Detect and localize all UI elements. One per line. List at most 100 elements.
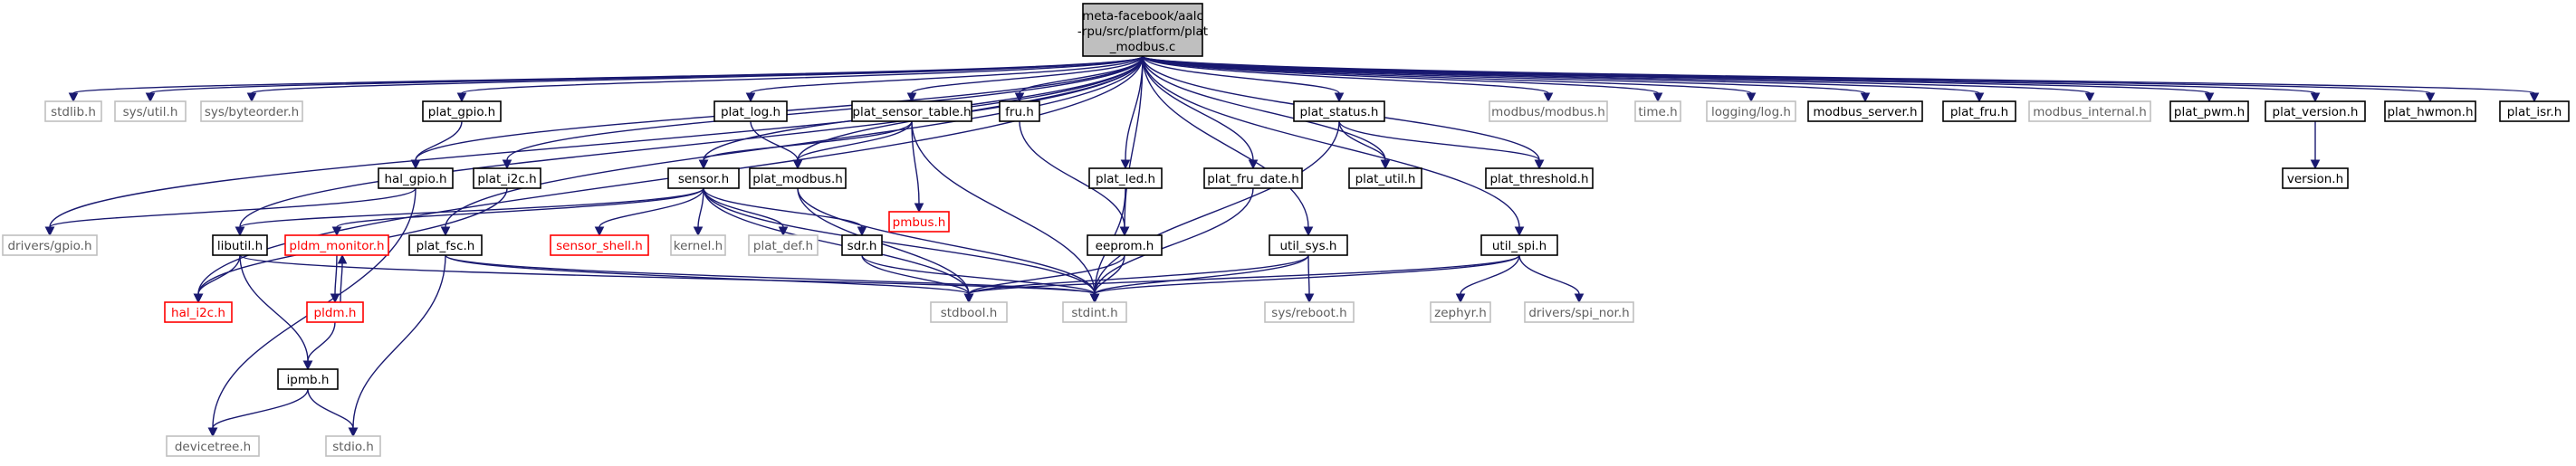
node-label: drivers/gpio.h [7,239,91,253]
edge-sensor-to-sensor_shell [599,187,704,228]
arrowhead-util_spi-to-stdbool [963,293,974,304]
edge-pldm-to-ipmb [307,321,336,362]
edge-sensor-to-stdint [703,187,1096,295]
edge-util_spi-to-stdint [1094,254,1520,295]
edge-root-to-plat_status [1142,55,1340,94]
arrowhead-sensor-to-pldm_monitor [331,226,342,237]
edge-root-to-plat_sensor_table [911,55,1144,94]
node-plat_fru[interactable]: plat_fru.h [1942,100,2016,122]
root-file-label: _modbus.c [1109,40,1176,54]
node-label: plat_status.h [1300,105,1379,119]
node-stdbool: stdbool.h [930,301,1008,323]
node-plat_modbus[interactable]: plat_modbus.h [749,167,847,189]
node-plat_sensor_table[interactable]: plat_sensor_table.h [851,100,972,122]
arrowhead-fru-to-eeprom [1119,226,1130,237]
node-label: drivers/spi_nor.h [1528,306,1629,320]
arrowhead-root-to-plat_led [1120,159,1131,170]
node-ipmb[interactable]: ipmb.h [277,368,339,390]
node-label: plat_util.h [1355,172,1416,186]
node-label: plat_sensor_table.h [852,105,971,119]
node-sensor[interactable]: sensor.h [667,167,740,189]
node-label: devicetree.h [175,440,251,454]
edge-pldm_monitor-to-pldm [334,254,338,295]
node-hal_gpio[interactable]: hal_gpio.h [378,167,454,189]
node-sdr[interactable]: sdr.h [841,234,883,256]
node-eeprom[interactable]: eeprom.h [1087,234,1163,256]
node-label: pmbus.h [893,215,946,230]
node-plat_gpio[interactable]: plat_gpio.h [422,100,502,122]
arrowhead-root-to-plat_status [1334,92,1345,103]
arrowhead-plat_sensor_table-to-plat_modbus [792,159,803,170]
node-label: eeprom.h [1096,239,1154,253]
node-version[interactable]: version.h [2282,167,2349,189]
arrowhead-root-to-plat_log [745,92,756,103]
node-plat_status[interactable]: plat_status.h [1293,100,1385,122]
node-fru[interactable]: fru.h [999,100,1040,122]
arrowhead-hal_gpio-to-drivers_gpio [44,226,55,237]
node-util_sys[interactable]: util_sys.h [1269,234,1348,256]
node-util_spi[interactable]: util_spi.h [1480,234,1558,256]
arrowhead-root-to-util_sys [1303,226,1314,237]
node-plat_isr[interactable]: plat_isr.h [2499,100,2570,122]
root-file-label: meta-facebook/aalc [1082,9,1203,24]
node-hal_i2c[interactable]: hal_i2c.h [164,301,233,323]
node-plat_fru_date[interactable]: plat_fru_date.h [1203,167,1303,189]
node-label: plat_modbus.h [752,172,843,186]
edge-sensor-to-sdr [703,187,863,228]
arrowhead-sensor-to-sdr [857,226,867,237]
edge-root-to-plat_led [1125,55,1144,161]
node-plat_pwm[interactable]: plat_pwm.h [2169,100,2249,122]
node-spi_nor: drivers/spi_nor.h [1524,301,1634,323]
root-file-node: meta-facebook/aalc-rpu/src/platform/plat… [1077,3,1208,57]
node-label: stdio.h [332,440,374,454]
edge-root-to-plat_i2c [506,55,1144,161]
arrowhead-libutil-to-hal_i2c [193,293,204,304]
node-sysutil: sys/util.h [114,100,187,122]
node-label: sdr.h [847,239,877,253]
node-pmbus[interactable]: pmbus.h [888,211,950,233]
node-plat_led[interactable]: plat_led.h [1088,167,1163,189]
arrowhead-root-to-plat_fru [1974,92,1985,103]
node-sensor_shell[interactable]: sensor_shell.h [550,234,649,256]
edge-libutil-to-hal_i2c [197,254,241,295]
edge-plat_fsc-to-stdint [445,254,1096,295]
node-plat_hwmon[interactable]: plat_hwmon.h [2384,100,2476,122]
edge-hal_gpio-to-drivers_gpio [49,187,417,228]
edge-root-to-util_sys [1142,55,1309,228]
arrowhead-plat_status-to-plat_threshold [1534,159,1545,170]
node-devicetree: devicetree.h [166,435,260,457]
node-pldm_monitor[interactable]: pldm_monitor.h [284,234,389,256]
node-plat_util[interactable]: plat_util.h [1348,167,1422,189]
node-modbus_internal: modbus_internal.h [2028,100,2151,122]
node-libutil[interactable]: libutil.h [212,234,268,256]
node-plat_threshold[interactable]: plat_threshold.h [1485,167,1594,189]
node-label: plat_threshold.h [1489,172,1588,186]
edge-fru-to-eeprom [1019,120,1125,228]
node-label: plat_gpio.h [428,105,495,119]
node-modbus_server[interactable]: modbus_server.h [1807,100,1923,122]
edge-root-to-logging [1142,55,1752,94]
node-label: plat_pwm.h [2174,105,2245,119]
arrowhead-root-to-plat_isr [2529,92,2540,103]
node-plat_i2c[interactable]: plat_i2c.h [473,167,541,189]
node-label: version.h [2287,172,2343,186]
node-pldm[interactable]: pldm.h [306,301,364,323]
edge-root-to-plat_log [750,55,1144,94]
arrowhead-ipmb-to-devicetree [207,427,218,438]
arrowhead-pldm-to-pldm_monitor [337,253,348,264]
edge-sensor-to-kernel [697,187,704,228]
edge-util_spi-to-zephyr [1460,254,1520,295]
node-plat_fsc[interactable]: plat_fsc.h [408,234,483,256]
node-label: stdbool.h [941,306,998,320]
node-label: stdint.h [1071,306,1117,320]
arrowhead-root-to-util_spi [1514,226,1525,237]
arrowhead-root-to-sysutil [145,92,156,103]
edge-root-to-time [1142,55,1659,94]
arrowhead-util_spi-to-spi_nor [1574,293,1585,304]
arrowhead-root-to-plat_pwm [2204,92,2215,103]
edge-root-to-libutil [239,55,1144,228]
node-label: hal_gpio.h [384,172,446,186]
node-plat_log[interactable]: plat_log.h [713,100,788,122]
node-plat_version[interactable]: plat_version.h [2265,100,2366,122]
